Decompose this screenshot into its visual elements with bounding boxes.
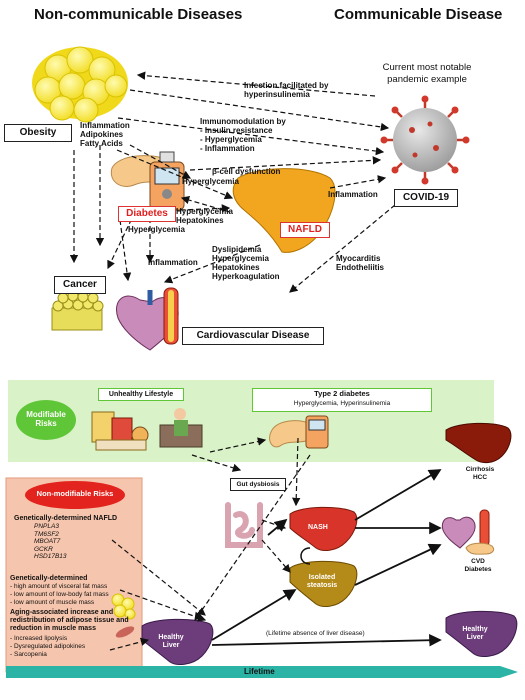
- t2d-sub: Hyperglycemia, Hyperinsulinemia: [293, 400, 391, 407]
- immunomodulation-label: Immunomodulation by Insulin resistance H…: [200, 117, 286, 153]
- non-modifiable-risks-label: Non-modifiable Risks: [36, 489, 114, 498]
- genetic-block: Genetically-determined high amount of vi…: [10, 574, 122, 607]
- immunomod-item: Insulin resistance: [200, 126, 286, 135]
- cancer-cells-icon: [51, 290, 104, 331]
- factor-inflammation: Inflammation: [80, 121, 130, 130]
- type2-diabetes-box: Type 2 diabetes Hyperglycemia, Hyperinsu…: [252, 388, 432, 412]
- adipose-tissue-icon: [32, 46, 128, 123]
- nash-liver-icon: [289, 506, 358, 551]
- aging-item: Increased lipolysis: [10, 635, 142, 643]
- healthy-liver-left-label: Healthy Liver: [158, 634, 184, 649]
- obesity-factors: Inflammation Adipokines Fatty Acids: [80, 121, 130, 148]
- immunomod-title: Immunomodulation by: [200, 117, 286, 126]
- inflammation-label-2: Inflammation: [148, 258, 198, 267]
- lifetime-arrow: [6, 666, 518, 678]
- label-hcc: HCC: [472, 474, 488, 481]
- gene-item: PNPLA3: [34, 523, 59, 530]
- nash-label: NASH: [308, 524, 328, 531]
- genetic-item: low amount of muscle mass: [10, 599, 122, 607]
- mech-hepatokines: Hepatokines: [212, 263, 260, 272]
- lifetime-absence-label: (Lifetime absence of liver disease): [266, 630, 365, 637]
- lifetime-label: Lifetime: [244, 667, 275, 676]
- nafld-cvd-mechanisms: Dyslipidemia Hyperglycemia Hepatokines H…: [212, 245, 280, 281]
- hyperglycemia-label-1: Hyperglycemia: [182, 177, 239, 186]
- inflammation-label-covid: Inflammation: [328, 190, 378, 199]
- genetic-nafld-title: Genetically-determined NAFLD: [14, 515, 118, 522]
- genetic-nafld-block: Genetically-determined NAFLD PNPLA3 TM6S…: [14, 514, 140, 561]
- cvd-diabetes-icon: [441, 509, 495, 555]
- glucometer-icon-bottom: [305, 415, 329, 449]
- immunomod-item: Hyperglycemia: [200, 135, 286, 144]
- factor-adipokines: Adipokines: [80, 130, 124, 139]
- couch-person-icon: [159, 408, 203, 448]
- mech-myocarditis: Myocarditis: [336, 254, 381, 263]
- cvd-diabetes-label: CVD Diabetes: [458, 558, 498, 574]
- label-hyperglycemia: Hyperglycemia: [176, 207, 233, 216]
- gene-item: TM6SF2: [34, 530, 59, 538]
- steatosis-liver-icon: [289, 560, 358, 607]
- mech-endotheliitis: Endotheliitis: [336, 263, 384, 272]
- title-communicable: Communicable Disease: [334, 6, 503, 23]
- glucometer-icon: [149, 151, 185, 211]
- liver-icon: [232, 168, 336, 253]
- gene-item: GCKR: [34, 545, 53, 553]
- healthy-liver-right-label: Healthy Liver: [462, 626, 488, 641]
- cirrhosis-liver-icon: [445, 422, 512, 464]
- coronavirus-icon: [380, 95, 470, 185]
- aging-block: Aging-associated increase and redistribu…: [10, 609, 142, 659]
- immunomod-item: Inflammation: [200, 144, 286, 153]
- infection-label: Infection facilitated by hyperinsulinemi…: [244, 81, 329, 99]
- factor-fatty-acids: Fatty Acids: [80, 139, 123, 148]
- obesity-box: Obesity: [4, 124, 72, 142]
- healthy-liver-right-icon: [445, 610, 518, 657]
- diabetes-box: Diabetes: [118, 206, 176, 222]
- label-cvd: CVD: [471, 558, 485, 565]
- aging-title: Aging-associated increase and redistribu…: [10, 609, 129, 632]
- heart-vessel-icon: [116, 287, 179, 351]
- cirrhosis-label: Cirrhosis HCC: [462, 466, 498, 482]
- aging-item: Dysregulated adipokines: [10, 643, 142, 651]
- modifiable-risks-label: Modifiable Risks: [26, 410, 66, 428]
- genetic-item: low amount of low-body fat mass: [10, 591, 122, 599]
- covid-cvd-mechanisms: Myocarditis Endotheliitis: [336, 254, 384, 272]
- gut-dysbiosis-box: Gut dysbiosis: [230, 478, 286, 491]
- label-cirrhosis: Cirrhosis: [465, 466, 495, 473]
- unhealthy-food-icon: [91, 411, 149, 451]
- nafld-box: NAFLD: [280, 222, 330, 238]
- t2d-title: Type 2 diabetes: [314, 389, 370, 398]
- hyperglycemia-hepatokines: Hyperglycemia Hepatokines: [176, 207, 233, 225]
- healthy-liver-left-icon: [141, 618, 214, 665]
- unhealthy-lifestyle-box: Unhealthy Lifestyle: [98, 388, 184, 401]
- mech-dyslipidemia: Dyslipidemia: [212, 245, 262, 254]
- genetic-title: Genetically-determined: [10, 575, 88, 582]
- title-noncommunicable: Non-communicable Diseases: [34, 6, 243, 23]
- steatosis-label: Isolated steatosis: [306, 574, 338, 589]
- pandemic-note: Current most notable pandemic example: [382, 62, 472, 85]
- cancer-box: Cancer: [54, 276, 106, 294]
- beta-cell-label: β-cell dysfunction: [212, 167, 281, 176]
- gene-item: HSD17B13: [34, 553, 67, 560]
- gut-icon: [225, 502, 263, 548]
- gene-item: MBOAT7: [34, 538, 61, 545]
- genetic-item: high amount of visceral fat mass: [10, 583, 122, 591]
- hyperglycemia-label-2: Hyperglycemia: [128, 225, 185, 234]
- label-hepatokines: Hepatokines: [176, 216, 224, 225]
- non-modifiable-risks-oval: [25, 481, 125, 509]
- aging-item: Sarcopenia: [10, 651, 142, 659]
- mech-hyperglycemia: Hyperglycemia: [212, 254, 269, 263]
- covid-box: COVID-19: [394, 189, 458, 207]
- mech-hyperkoagulation: Hyperkoagulation: [212, 272, 280, 281]
- modifiable-risks-oval: [16, 400, 76, 440]
- cvd-box: Cardiovascular Disease: [182, 327, 324, 345]
- label-diabetes: Diabetes: [464, 566, 492, 573]
